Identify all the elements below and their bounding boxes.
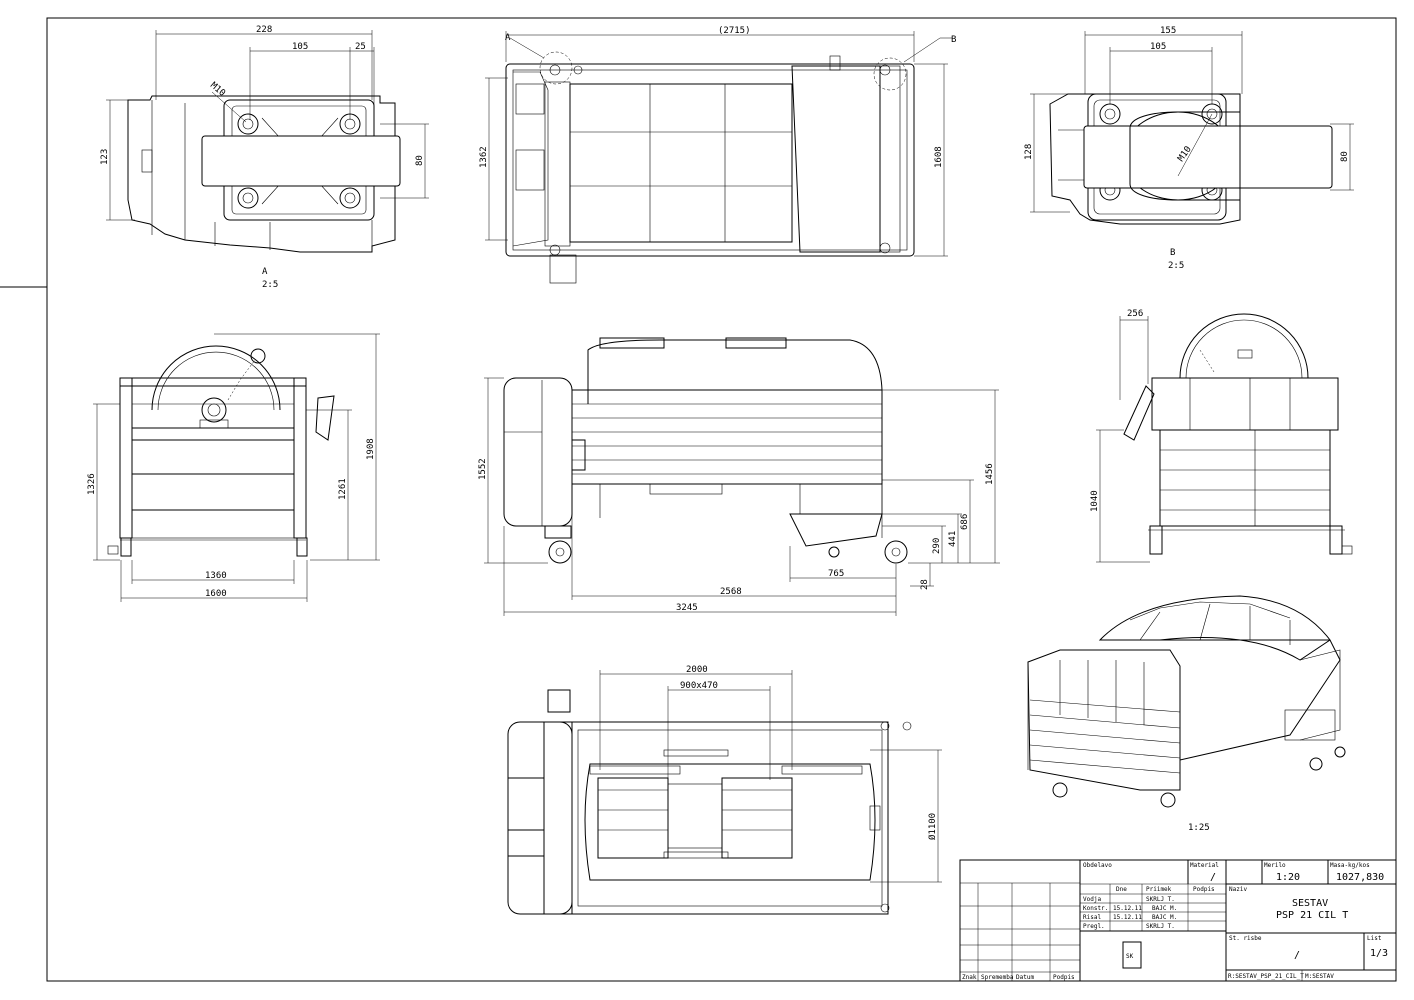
tb-podpis2-label: Podpis (1053, 974, 1075, 981)
dim-441: 441 (948, 531, 958, 547)
tb-role-3: Pregl. (1083, 923, 1105, 930)
tb-name-2: BAJC M. (1152, 914, 1177, 921)
tb-date-2: 15.12.11 (1113, 914, 1142, 921)
dim-80: 80 (415, 155, 425, 166)
drawing-frame (46, 17, 1397, 982)
dim-1362: 1362 (479, 146, 489, 168)
dim-290: 290 (932, 538, 942, 554)
dim-228: 228 (256, 25, 272, 35)
dim-256: 256 (1127, 309, 1143, 319)
tb-merilo-label: Merilo (1264, 862, 1286, 869)
front-side-view (484, 337, 1000, 616)
tb-naziv-label: Naziv (1229, 886, 1247, 893)
tb-name-3: SKRLJ T. (1146, 923, 1175, 930)
isometric-view (1027, 595, 1346, 808)
dim-900x470: 900x470 (680, 681, 718, 691)
tb-st-risbe-label: St. risbe (1229, 935, 1262, 942)
bottom-top-view (507, 670, 942, 915)
dim-2000: 2000 (686, 665, 708, 675)
tb-role-0: Vodja (1083, 896, 1101, 903)
dim-1261: 1261 (338, 478, 348, 500)
tb-model: M:SESTAV (1305, 973, 1334, 980)
dim-155: 155 (1160, 26, 1176, 36)
iso-scale: 1:25 (1188, 823, 1210, 833)
tb-list-label: List (1367, 935, 1382, 942)
dim-1456: 1456 (985, 463, 995, 485)
dim-123: 123 (100, 149, 110, 165)
dim-2568: 2568 (720, 587, 742, 597)
top-view (485, 31, 952, 284)
tb-dne-label: Dne (1116, 886, 1127, 893)
dim-1326: 1326 (87, 473, 97, 495)
detail-a-label: A (262, 267, 268, 277)
detail-b-scale: 2:5 (1168, 261, 1184, 271)
dim-1552: 1552 (478, 458, 488, 480)
tb-podpis-label: Podpis (1193, 886, 1215, 893)
dim-686: 686 (960, 514, 970, 530)
dim-128: 128 (1024, 144, 1034, 160)
callout-b: B (951, 35, 956, 45)
tb-title-1: SESTAV (1292, 898, 1328, 909)
tb-title-2: PSP 21 CIL T (1276, 910, 1348, 921)
tb-datum-label: Datum (1016, 974, 1034, 981)
dim-1600: 1600 (205, 589, 227, 599)
dim-25: 25 (355, 42, 366, 52)
company-logo: SK (1126, 953, 1134, 960)
tb-role-2: Risal (1083, 914, 1101, 921)
tb-date-1: 15.12.11 (1113, 905, 1142, 912)
detail-b-view (1030, 31, 1354, 225)
callout-a: A (505, 33, 511, 43)
tb-obdelavo-label: Obdelavo (1083, 862, 1112, 869)
tb-mass-value: 1027,830 (1336, 872, 1384, 883)
tb-sprememba-label: Sprememba (981, 974, 1014, 981)
dim-1608: 1608 (934, 146, 944, 168)
dim-1908: 1908 (366, 438, 376, 460)
tb-scale-value: 1:20 (1276, 872, 1300, 883)
dim-105: 105 (292, 42, 308, 52)
left-end-view (93, 333, 380, 602)
dim-2715: (2715) (718, 26, 751, 36)
tb-znak-label: Znak (962, 974, 977, 981)
dim-3245: 3245 (676, 603, 698, 613)
dim-1040: 1040 (1090, 490, 1100, 512)
dim-105-b: 105 (1150, 42, 1166, 52)
dim-1360: 1360 (205, 571, 227, 581)
dim-diameter-1100: Ø1100 (927, 813, 938, 840)
tb-name-1: BAJC M. (1152, 905, 1177, 912)
dim-765: 765 (828, 569, 844, 579)
tb-priimek-label: Priimek (1146, 886, 1172, 893)
dim-80-b: 80 (1340, 151, 1350, 162)
detail-a-view (106, 30, 429, 253)
dim-28: 28 (920, 579, 930, 590)
tb-name-0: SKRLJ T. (1146, 896, 1175, 903)
tb-material-value: / (1210, 872, 1216, 883)
detail-b-label: B (1170, 248, 1175, 258)
tb-masa-label: Masa-kg/kos (1330, 862, 1370, 869)
tb-drawing-no: / (1294, 950, 1300, 961)
tb-material-label: Material (1190, 862, 1219, 869)
right-end-view (1096, 313, 1353, 563)
tb-sheet: 1/3 (1370, 948, 1388, 959)
detail-a-scale: 2:5 (262, 280, 278, 290)
tb-role-1: Konstr. (1083, 905, 1108, 912)
title-block (959, 859, 1397, 982)
tb-file-path: R:SESTAV_PSP_21_CIL_T (1228, 973, 1304, 980)
